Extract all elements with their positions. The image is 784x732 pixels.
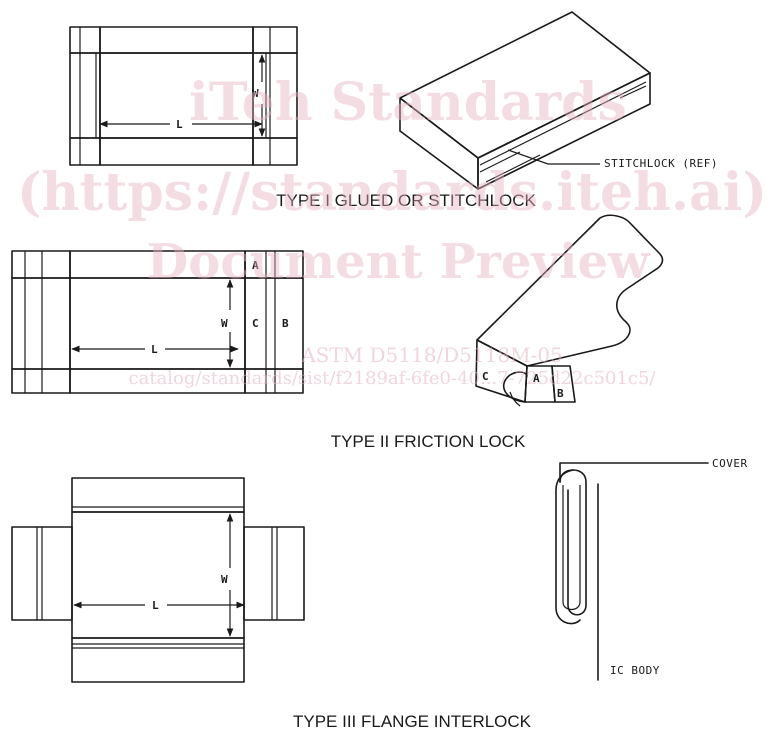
type2-lock-view: C A B: [475, 214, 664, 407]
type2-lock-a-label: A: [533, 372, 540, 385]
type3-flat-blank: L W: [11, 477, 305, 683]
stitchlock-ref-label: STITCHLOCK (REF): [604, 157, 718, 170]
cover-label: COVER: [712, 457, 748, 470]
type2-flap-c-label: C: [252, 317, 259, 330]
type2-caption: TYPE II FRICTION LOCK: [331, 432, 526, 451]
type1-box-3d: STITCHLOCK (REF): [399, 11, 718, 190]
watermark: iTeh Standards (https://standards.iteh.a…: [17, 72, 767, 389]
type3-interlock-section: COVER IC BODY: [555, 457, 748, 681]
type2-width-label: W: [221, 317, 228, 330]
type2-flap-a-label: A: [252, 259, 259, 272]
type2-lock-c-label: C: [482, 370, 489, 383]
type2-flat-blank: A C B L W: [11, 250, 304, 394]
watermark-line-4: ASTM D5118/D5118M-05: [300, 343, 563, 367]
watermark-line-5: catalog/standards/sist/f2189af-6fe0-40..…: [129, 368, 657, 389]
type2-lock-b-label: B: [557, 387, 564, 400]
watermark-line-1: iTeh Standards: [189, 72, 627, 133]
type3-length-label: L: [152, 599, 159, 612]
watermark-line-2: (https://standards.iteh.ai): [17, 162, 767, 223]
ic-body-label: IC BODY: [610, 664, 660, 677]
type3-width-label: W: [221, 573, 228, 586]
type1-flat-blank: L W: [69, 26, 298, 166]
type1-length-label: L: [176, 118, 183, 131]
type2-length-label: L: [151, 343, 158, 356]
type3-caption: TYPE III FLANGE INTERLOCK: [293, 712, 532, 731]
watermark-line-3: Document Preview: [147, 234, 651, 290]
type1-width-label: W: [252, 87, 259, 100]
type2-flap-b-label: B: [282, 317, 289, 330]
type1-caption: TYPE I GLUED OR STITCHLOCK: [276, 191, 536, 210]
